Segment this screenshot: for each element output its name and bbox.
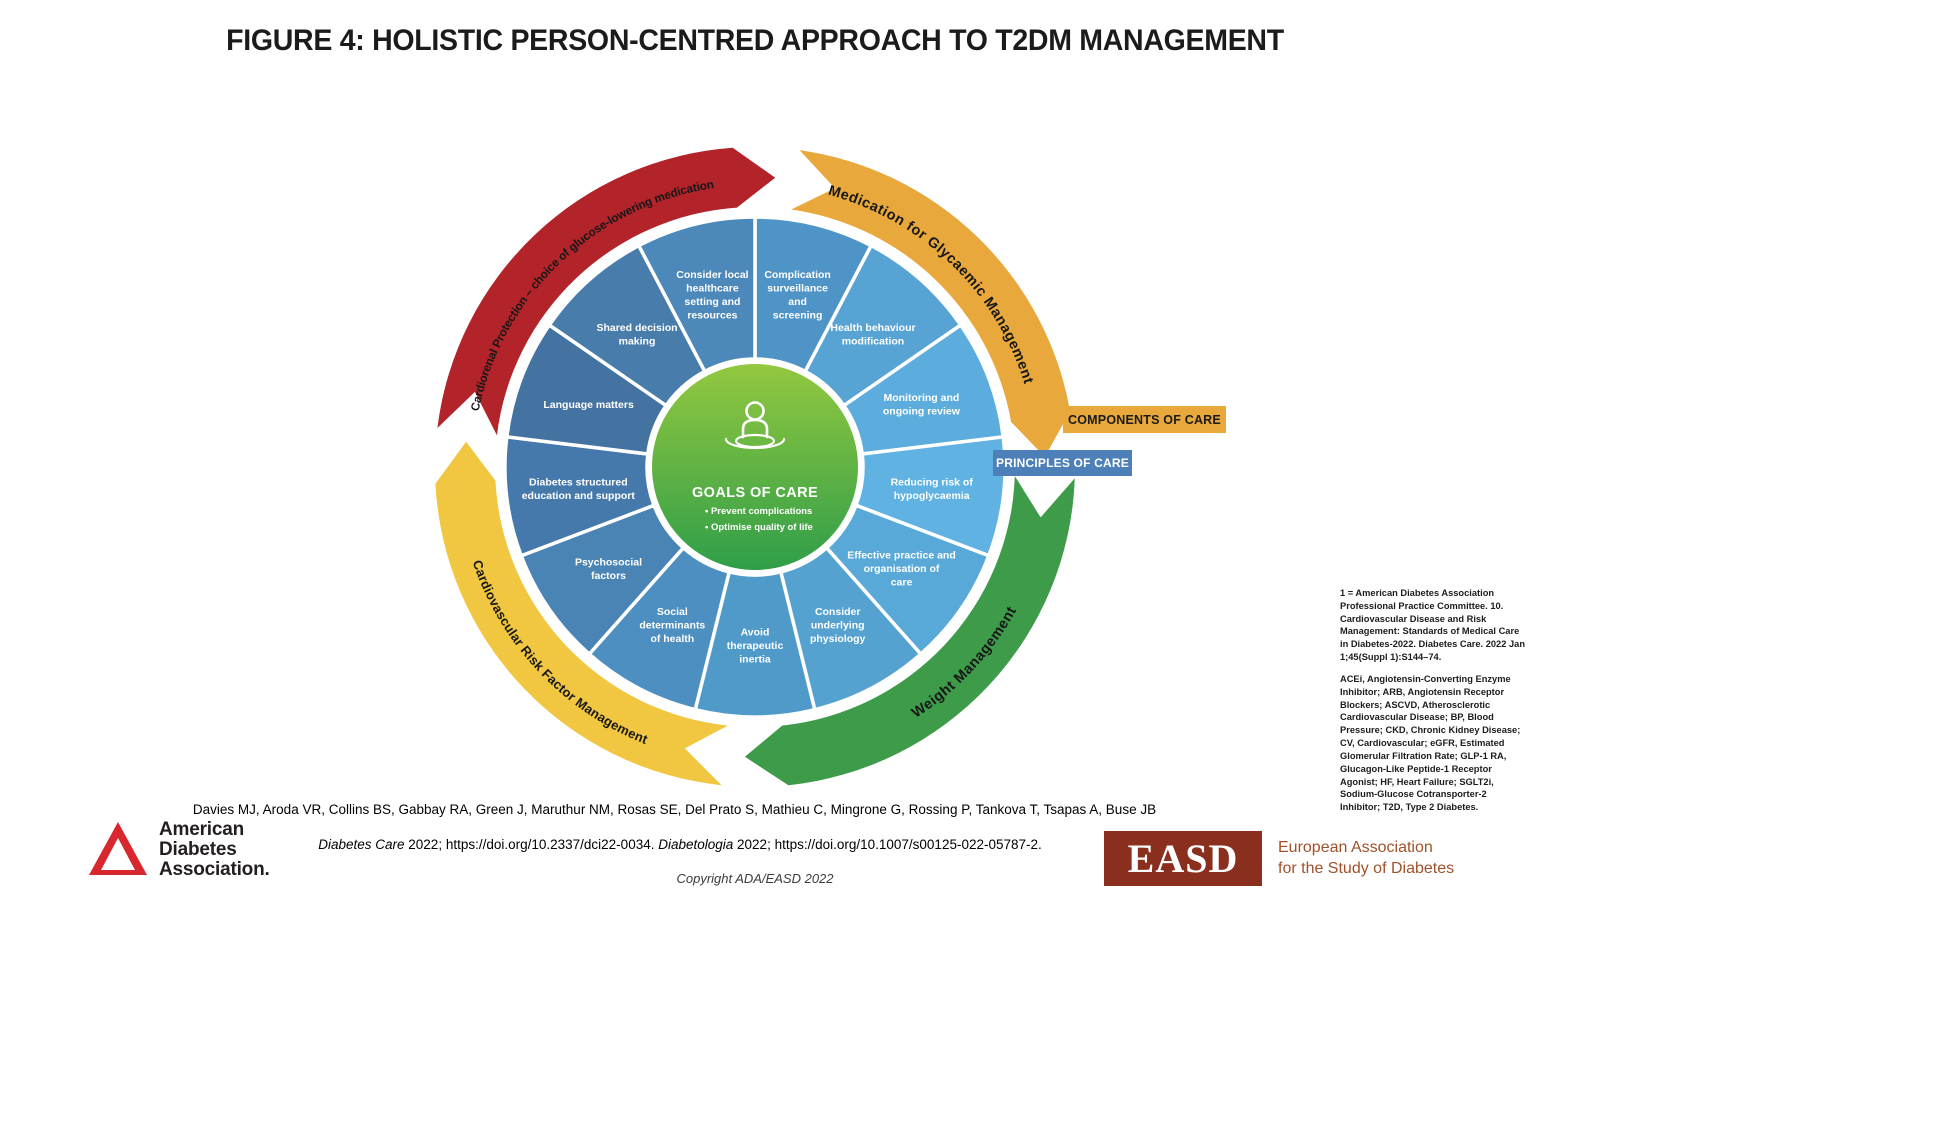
citation-text-1: 2022; https://doi.org/10.2337/dci22-0034…: [404, 837, 659, 852]
ada-triangle-icon: [89, 822, 147, 875]
easd-name-line-1: European Association: [1278, 838, 1433, 856]
citation-journal-1: Diabetes Care: [318, 837, 405, 852]
ada-line-3: Association.: [159, 858, 270, 880]
citation-journal-2: Diabetologia: [658, 837, 734, 852]
ring-segment: [693, 569, 817, 719]
components-of-care-badge: COMPONENTS OF CARE: [1063, 406, 1226, 433]
goals-title: GOALS OF CARE: [692, 485, 818, 501]
ada-logo: American Diabetes Association.: [86, 818, 270, 882]
ring-segment-label: Language matters: [543, 399, 634, 411]
outer-arc-2: [744, 476, 1075, 786]
ring-segment: [824, 503, 992, 657]
goals-bullet: • Optimise quality of life: [705, 522, 813, 533]
ring-segment: [546, 243, 708, 409]
ring-segment: [504, 322, 669, 456]
abbreviations-note: ACEi, Angiotensin-Converting Enzyme Inhi…: [1340, 673, 1521, 813]
components-of-care-label: COMPONENTS OF CARE: [1068, 412, 1221, 427]
easd-logo-text: European Association for the Study of Di…: [1278, 838, 1454, 880]
footnote-block: 1 = American Diabetes Association Profes…: [1340, 587, 1526, 823]
outer-arc-0: [437, 147, 776, 436]
figure-title: FIGURE 4: HOLISTIC PERSON-CENTRED APPROA…: [226, 24, 1284, 57]
ring-segment: [636, 215, 757, 374]
ada-logo-text: American Diabetes Association.: [159, 820, 270, 879]
person-icon: [724, 401, 786, 450]
copyright-line: Copyright ADA/EASD 2022: [676, 871, 834, 886]
easd-wordmark: EASD: [1104, 831, 1262, 886]
citation-text-2: 2022; https://doi.org/10.1007/s00125-022…: [733, 837, 1042, 852]
principles-of-care-label: PRINCIPLES OF CARE: [996, 456, 1129, 470]
ring-segment: [841, 322, 1006, 456]
reference-note: 1 = American Diabetes Association Profes…: [1340, 588, 1526, 663]
easd-logo: EASD European Association for the Study …: [1104, 831, 1454, 886]
t2dm-management-wheel: Cardiorenal Protection – choice of gluco…: [435, 147, 1075, 786]
citation-line: Diabetes Care 2022; https://doi.org/10.2…: [140, 837, 1220, 852]
outer-arc-3: [435, 441, 728, 786]
ring-segment: [802, 243, 964, 409]
goals-bullet: • Prevent complications: [705, 506, 812, 517]
principles-of-care-badge: PRINCIPLES OF CARE: [993, 450, 1132, 476]
outer-arc-1: [791, 150, 1071, 457]
ring-segment: [753, 215, 874, 374]
authors-line: Davies MJ, Aroda VR, Collins BS, Gabbay …: [192, 802, 1157, 817]
ring-segment: [503, 434, 657, 558]
goals-circle: [652, 364, 858, 570]
ring-segment: [778, 545, 924, 712]
easd-name-line-2: for the Study of Diabetes: [1278, 859, 1455, 877]
ada-line-1: American: [159, 819, 244, 841]
ada-line-2: Diabetes: [159, 839, 237, 861]
ring-segment: [518, 503, 686, 657]
ring-segment: [586, 545, 732, 712]
